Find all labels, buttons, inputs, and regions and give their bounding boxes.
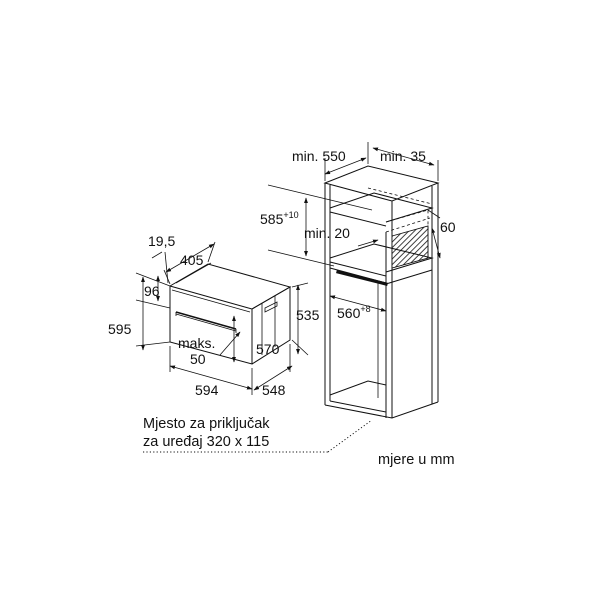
oven-dimensions xyxy=(135,241,309,395)
dim-min-gap-label: min. 20 xyxy=(304,225,350,241)
max-label: maks. xyxy=(178,335,215,351)
dim-vent-label: 60 xyxy=(440,219,456,235)
dim-top-depth-label: 19,5 xyxy=(148,233,175,249)
dim-top-width-label: 405 xyxy=(180,252,204,268)
connection-leader-angle xyxy=(327,419,373,453)
dim-niche-width-value: 560 xyxy=(337,305,361,321)
dim-niche-height-label: 585+10 xyxy=(260,210,299,227)
dim-left-upper-label: 96 xyxy=(144,283,160,299)
dim-niche-width-label: 560+8 xyxy=(337,304,371,321)
dim-niche-width-tolerance: +8 xyxy=(360,304,370,314)
cabinet-dimensions xyxy=(267,142,441,312)
cabinet-drawing xyxy=(323,165,440,419)
max-value-label: 50 xyxy=(190,351,206,367)
connection-note-line2: za uređaj 320 x 115 xyxy=(143,434,269,450)
connection-note-line1: Mjesto za priključak xyxy=(143,416,270,432)
dim-min-side-label: min. 35 xyxy=(380,148,426,164)
dim-side-height-label: 535 xyxy=(296,307,320,323)
dim-min-depth-label: min. 550 xyxy=(292,148,346,164)
dim-front-width-label: 594 xyxy=(195,382,219,398)
dim-side-depth-label: 548 xyxy=(262,382,286,398)
dim-left-height-label: 595 xyxy=(108,321,132,337)
dim-inner-height-label: 570 xyxy=(256,341,280,357)
units-note: mjere u mm xyxy=(378,452,455,468)
oven-drawing xyxy=(169,262,292,365)
dim-niche-height-tolerance: +10 xyxy=(283,210,298,220)
dim-niche-height-value: 585 xyxy=(260,211,284,227)
